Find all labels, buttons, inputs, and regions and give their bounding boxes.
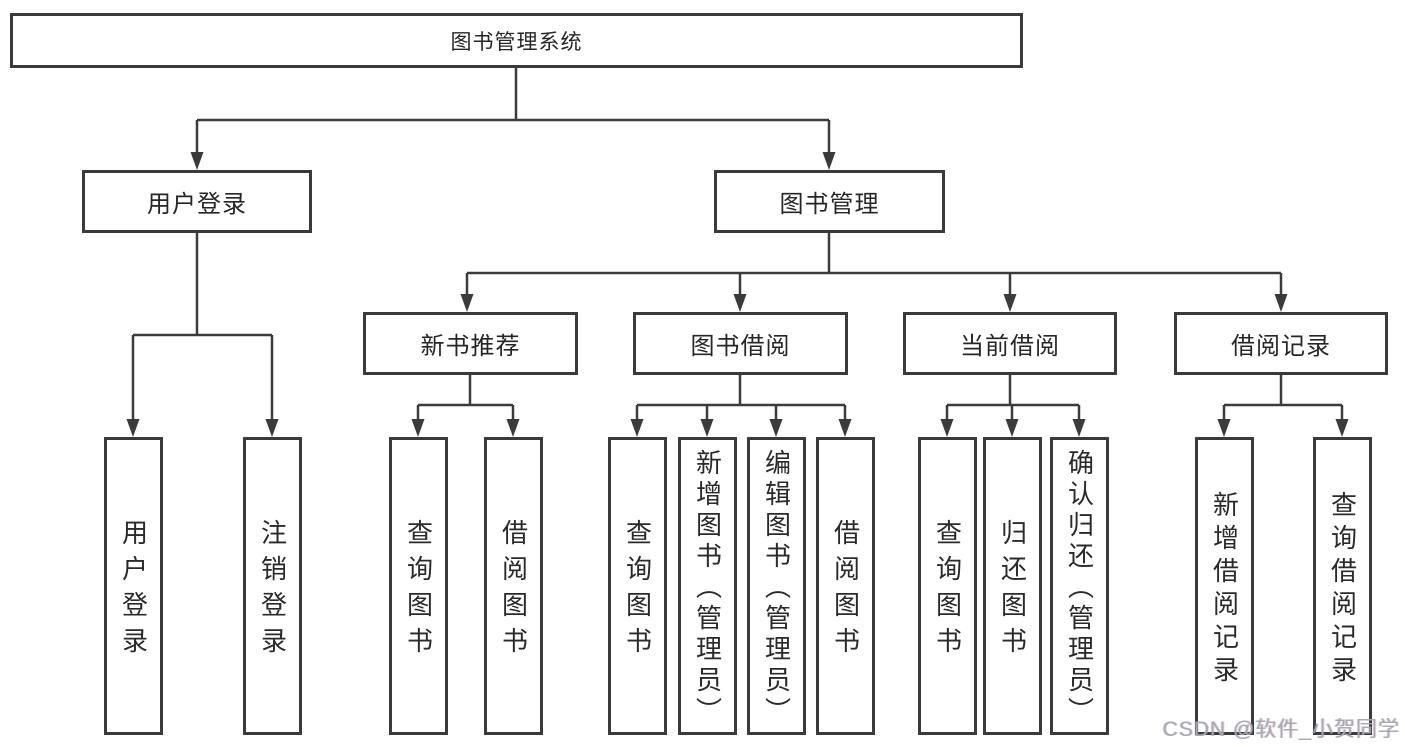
- leaf-return-books: 归还图书: [983, 437, 1042, 735]
- node-book-management: 图书管理: [714, 170, 945, 233]
- arrowhead-icon: [822, 152, 836, 170]
- arrowhead-icon: [838, 419, 852, 437]
- leaf-label: 新增借阅记录: [1209, 490, 1240, 689]
- watermark: CSDN @软件_小贺同学: [1162, 718, 1400, 741]
- leaf-borrow-books-recommend: 借阅图书: [484, 437, 543, 735]
- arrowhead-icon: [460, 294, 474, 312]
- leaf-query-books-borrowing: 查询图书: [608, 437, 667, 735]
- leaf-query-borrow-record: 查询借阅记录: [1313, 437, 1372, 735]
- leaf-label: 注销登录: [257, 519, 288, 663]
- leaf-label: 编辑图书（管理员）: [761, 449, 792, 728]
- arrowhead-icon: [630, 419, 644, 437]
- leaf-logout: 注销登录: [243, 437, 302, 735]
- node-current-borrowing: 当前借阅: [903, 312, 1117, 375]
- node-borrowing-records: 借阅记录: [1174, 312, 1388, 375]
- leaf-edit-book-admin: 编辑图书（管理员）: [747, 437, 806, 735]
- arrowhead-icon: [700, 419, 714, 437]
- leaf-borrow-books-borrowing: 借阅图书: [816, 437, 875, 735]
- arrowhead-icon: [940, 419, 954, 437]
- arrowhead-icon: [769, 419, 783, 437]
- node-user-login: 用户登录: [82, 170, 312, 233]
- leaf-label: 确认归还（管理员）: [1064, 449, 1095, 728]
- leaf-add-borrow-record: 新增借阅记录: [1195, 437, 1254, 735]
- leaf-label: 归还图书: [997, 519, 1028, 663]
- arrowhead-icon: [411, 419, 425, 437]
- arrowhead-icon: [506, 419, 520, 437]
- node-new-book-recommendation: 新书推荐: [363, 312, 578, 375]
- arrowhead-icon: [126, 419, 140, 437]
- leaf-label: 查询图书: [403, 519, 434, 663]
- arrowhead-icon: [1274, 294, 1288, 312]
- leaf-label: 借阅图书: [830, 519, 861, 663]
- leaf-label: 借阅图书: [498, 519, 529, 663]
- arrowhead-icon: [1005, 419, 1019, 437]
- arrowhead-icon: [265, 419, 279, 437]
- leaf-label: 查询图书: [932, 519, 963, 663]
- leaf-query-books-current: 查询图书: [918, 437, 977, 735]
- arrowhead-icon: [1335, 419, 1349, 437]
- node-library-management-system: 图书管理系统: [10, 13, 1023, 68]
- leaf-add-book-admin: 新增图书（管理员）: [678, 437, 737, 735]
- leaf-query-books-recommend: 查询图书: [389, 437, 448, 735]
- arrowhead-icon: [1217, 419, 1231, 437]
- leaf-label: 用户登录: [118, 519, 149, 663]
- leaf-label: 查询借阅记录: [1327, 490, 1358, 689]
- arrowhead-icon: [733, 294, 747, 312]
- arrowhead-icon: [190, 152, 204, 170]
- node-book-borrowing: 图书借阅: [633, 312, 848, 375]
- leaf-user-login: 用户登录: [104, 437, 163, 735]
- arrowhead-icon: [1003, 294, 1017, 312]
- leaf-label: 新增图书（管理员）: [692, 449, 723, 728]
- arrowhead-icon: [1072, 419, 1086, 437]
- leaf-label: 查询图书: [622, 519, 653, 663]
- leaf-confirm-return-admin: 确认归还（管理员）: [1050, 437, 1109, 735]
